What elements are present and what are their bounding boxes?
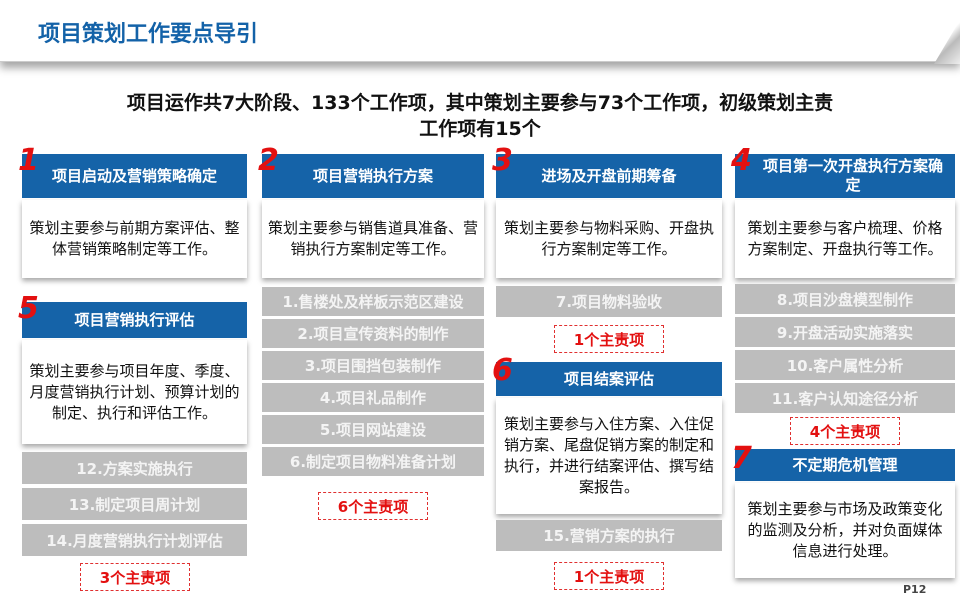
work-item: 9.开盘活动实施落实 [735,317,955,347]
stage-5-title: 项目营销执行评估 [74,310,195,329]
work-item: 15.营销方案的执行 [496,520,722,551]
stage-4-number: 4 [731,143,752,178]
page-number: P12 [903,583,927,596]
summary-line-1: 项目运作共7大阶段、133个工作项，其中策划主要参与73个工作项，初级策划主责 [126,92,834,114]
stage-5-desc-text: 策划主要参与项目年度、季度、月度营销执行计划、预算计划的制定、执行和评估工作。 [29,361,240,422]
stage-2-header: 项目营销执行方案 [262,154,484,198]
stage-3-number: 3 [492,143,513,178]
work-item: 5.项目网站建设 [262,415,484,444]
stage-3-desc-text: 策划主要参与物料采购、开盘执行方案制定等工作。 [503,219,714,258]
stage-7-header: 不定期危机管理 [735,449,955,481]
work-item: 10.客户属性分析 [735,350,955,380]
stamp-responsibility-count: 4个主责项 [790,417,900,445]
title-band [0,0,960,62]
work-item: 2.项目宣传资料的制作 [262,319,484,348]
work-item: 4.项目礼品制作 [262,383,484,412]
stage-6-desc: 策划主要参与入住方案、入住促销方案、尾盘促销方案的制定和执行，并进行结案评估、撰… [496,398,722,514]
work-item: 13.制定项目周计划 [22,488,247,520]
stage-1-title: 项目启动及营销策略确定 [51,166,217,185]
stage-7-desc: 策划主要参与市场及政策变化的监测及分析，并对负面媒体信息进行处理。 [735,483,955,578]
stage-4-desc-text: 策划主要参与客户梳理、价格方案制定、开盘执行等工作。 [747,219,943,258]
stage-1-header: 项目启动及营销策略确定 [22,154,247,198]
summary-line-2: 工作项有15个 [419,118,541,140]
stage-7-title: 不定期危机管理 [792,455,898,474]
work-item: 6.制定项目物料准备计划 [262,447,484,476]
stamp-responsibility-count: 6个主责项 [318,492,428,520]
stage-2-title: 项目营销执行方案 [312,166,433,185]
stage-5-number: 5 [18,291,39,326]
summary-text: 项目运作共7大阶段、133个工作项，其中策划主要参与73个工作项，初级策划主责工… [20,90,940,142]
stage-1-desc: 策划主要参与前期方案评估、整体营销策略制定等工作。 [22,200,247,278]
work-item: 3.项目围挡包装制作 [262,351,484,380]
work-item: 11.客户认知途径分析 [735,383,955,413]
stage-2-desc-text: 策划主要参与销售道具准备、营销执行方案制定等工作。 [268,219,479,258]
stage-4-desc: 策划主要参与客户梳理、价格方案制定、开盘执行等工作。 [735,200,955,278]
stage-7-desc-text: 策划主要参与市场及政策变化的监测及分析，并对负面媒体信息进行处理。 [747,500,943,560]
stage-5-desc: 策划主要参与项目年度、季度、月度营销执行计划、预算计划的制定、执行和评估工作。 [22,340,247,444]
work-item: 7.项目物料验收 [496,286,722,317]
stage-5-header: 项目营销执行评估 [22,302,247,338]
stage-7-number: 7 [731,441,752,476]
stamp-responsibility-count: 3个主责项 [80,563,190,591]
stage-4-header: 项目第一次开盘执行方案确定 [735,154,955,198]
work-item: 8.项目沙盘模型制作 [735,284,955,314]
stage-6-number: 6 [492,353,513,388]
stage-2-number: 2 [258,143,279,178]
stage-3-desc: 策划主要参与物料采购、开盘执行方案制定等工作。 [496,200,722,278]
stage-3-header: 进场及开盘前期筹备 [496,154,722,198]
stage-6-header: 项目结案评估 [496,362,722,396]
stage-4-title: 项目第一次开盘执行方案确定 [762,157,943,194]
stage-2-desc: 策划主要参与销售道具准备、营销执行方案制定等工作。 [262,200,484,278]
work-item: 14.月度营销执行计划评估 [22,524,247,556]
stage-6-title: 项目结案评估 [563,369,654,388]
work-item: 12.方案实施执行 [22,452,247,484]
stage-1-number: 1 [18,143,39,178]
stage-1-desc-text: 策划主要参与前期方案评估、整体营销策略制定等工作。 [29,219,240,258]
stamp-responsibility-count: 1个主责项 [554,325,664,353]
stage-3-title: 进场及开盘前期筹备 [541,166,677,185]
stage-6-desc-text: 策划主要参与入住方案、入住促销方案、尾盘促销方案的制定和执行，并进行结案评估、撰… [503,415,714,496]
stamp-responsibility-count: 1个主责项 [554,562,664,590]
work-item: 1.售楼处及样板示范区建设 [262,287,484,316]
page-title: 项目策划工作要点导引 [38,22,259,47]
